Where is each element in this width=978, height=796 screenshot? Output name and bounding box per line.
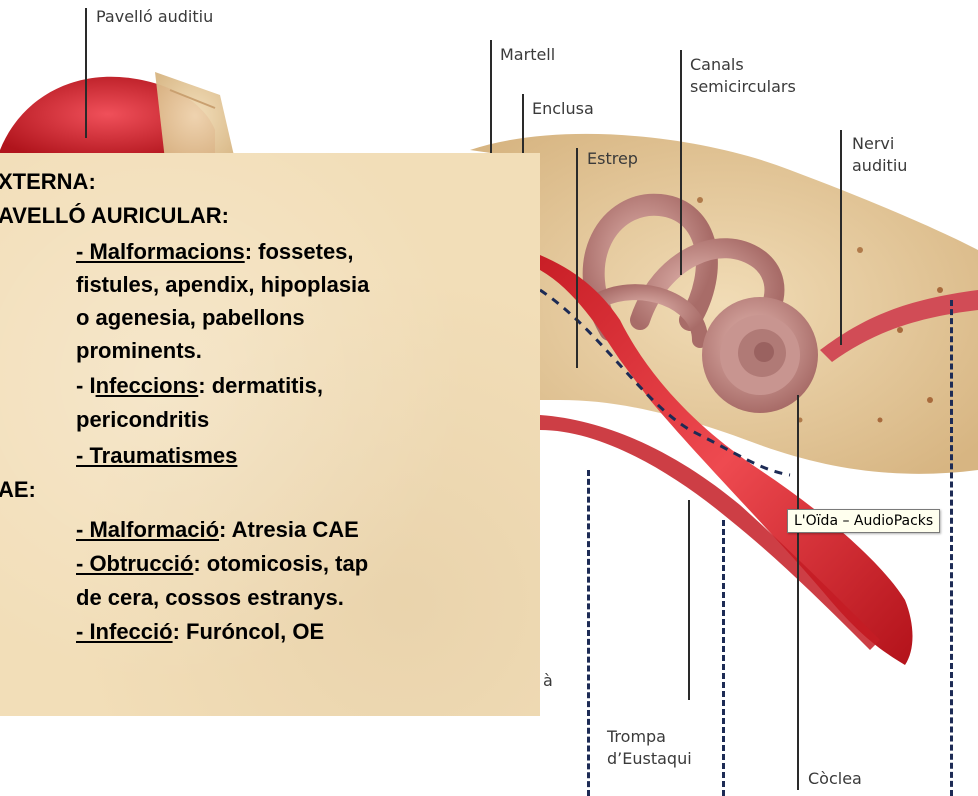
label-auditiu: auditiu: [852, 155, 907, 177]
item-obtruccio-line2: de cera, cossos estranys.: [76, 581, 344, 615]
dashed-boundary-middle: [722, 520, 725, 796]
label-martell: Martell: [500, 44, 555, 66]
trompa-leader: [688, 500, 690, 700]
pathology-text-box: XTERNA: AVELLÓ AURICULAR: - Malformacion…: [0, 153, 540, 716]
dashed-boundary-right: [950, 300, 953, 796]
item-malformacions-rest: : fossetes,: [245, 239, 354, 264]
heading-externa: XTERNA:: [0, 165, 96, 199]
label-eustaqui: d’Eustaqui: [607, 748, 692, 770]
label-coclea: Còclea: [808, 768, 862, 790]
pavello-leader: [85, 8, 87, 138]
item-malformacions-head: - Malformacions: [76, 239, 245, 264]
coclea-leader: [797, 395, 799, 790]
item-obtruccio: - Obtrucció: otomicosis, tap: [76, 547, 368, 581]
item-malformacio-head: - Malformació: [76, 517, 219, 542]
item-infeccio-head: - Infecció: [76, 619, 173, 644]
item-obtruccio-head: - Obtrucció: [76, 551, 193, 576]
label-semicirculars: semicirculars: [690, 76, 796, 98]
item-infeccions-line2: pericondritis: [76, 403, 209, 437]
item-infeccions-prefix: - I: [76, 373, 96, 398]
heading-pavello-auricular: AVELLÓ AURICULAR:: [0, 199, 229, 233]
item-malformacions-line2: fistules, apendix, hipoplasia: [76, 268, 369, 302]
label-canals: Canals: [690, 54, 744, 76]
item-malformacions: - Malformacions: fossetes,: [76, 235, 354, 269]
enclusa-leader: [522, 94, 524, 154]
label-partial: à: [543, 670, 553, 692]
item-traumatismes: - Traumatismes: [76, 439, 237, 473]
label-pavello-auditiu: Pavelló auditiu: [96, 6, 213, 28]
cochlea-shape: [702, 297, 818, 413]
label-trompa: Trompa: [607, 726, 666, 748]
canals-leader: [680, 50, 682, 275]
label-estrep: Estrep: [587, 148, 638, 170]
item-malformacions-line4: prominents.: [76, 334, 202, 368]
item-infeccions: - Infeccions: dermatitis,: [76, 369, 323, 403]
dashed-boundary-left: [587, 470, 590, 796]
heading-cae: AE:: [0, 473, 36, 507]
item-malformacio-rest: : Atresia CAE: [219, 517, 359, 542]
image-tooltip: L'Oïda – AudioPacks: [787, 509, 940, 533]
item-malformacio: - Malformació: Atresia CAE: [76, 513, 359, 547]
item-infeccions-rest: : dermatitis,: [198, 373, 323, 398]
label-nervi: Nervi: [852, 133, 894, 155]
item-infeccio-rest: : Furóncol, OE: [173, 619, 325, 644]
nervi-leader: [840, 130, 842, 345]
estrep-leader: [576, 148, 578, 368]
pinna-shape: [0, 72, 235, 160]
label-enclusa: Enclusa: [532, 98, 594, 120]
item-obtruccio-rest: : otomicosis, tap: [193, 551, 368, 576]
martell-leader: [490, 40, 492, 155]
item-malformacions-line3: o agenesia, pabellons: [76, 301, 305, 335]
item-infeccions-head: nfeccions: [96, 373, 199, 398]
item-infeccio: - Infecció: Furóncol, OE: [76, 615, 324, 649]
